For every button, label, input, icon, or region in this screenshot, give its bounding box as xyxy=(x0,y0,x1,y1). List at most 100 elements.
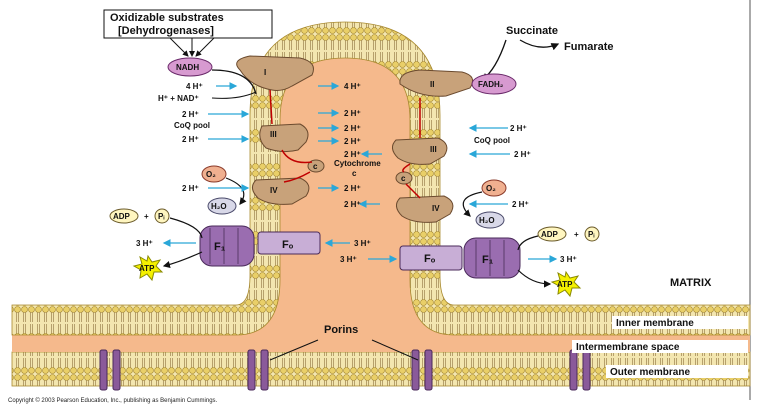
proton-2h-mid-4: 2 H⁺ xyxy=(344,150,361,159)
proton-flows xyxy=(162,82,558,263)
f1-right-label: F₁ xyxy=(482,254,494,266)
electron-path-left xyxy=(269,89,313,183)
proton-3h-mid-2: 3 H⁺ xyxy=(340,255,357,264)
complex-I-label: I xyxy=(264,68,266,77)
complex-I xyxy=(236,55,314,91)
proton-2h-right-1: 2 H⁺ xyxy=(510,124,527,133)
proton-3h-right: 3 H⁺ xyxy=(560,255,577,264)
atp-left-arrow xyxy=(162,251,203,269)
complex-IV-right xyxy=(396,195,454,223)
porin-4 xyxy=(569,349,591,391)
complex-III-left xyxy=(259,123,309,153)
proton-2h-mid-5: 2 H⁺ xyxy=(344,184,361,193)
cytochrome-c-label: c xyxy=(352,169,357,178)
proton-2h-left-3: 2 H⁺ xyxy=(182,184,199,193)
fo-left-label: Fₒ xyxy=(282,239,294,251)
proton-2h-mid-3: 2 H⁺ xyxy=(344,137,361,146)
adp-left-label: ADP xyxy=(113,212,131,221)
proton-2h-left-2: 2 H⁺ xyxy=(182,135,199,144)
porins-label: Porins xyxy=(324,324,358,336)
adp-left-arrow xyxy=(169,217,203,239)
pi-left-label: Pᵢ xyxy=(158,212,164,221)
inner-membrane-label-bg xyxy=(612,316,748,329)
succinate-label: Succinate xyxy=(506,25,558,37)
inner-membrane-bilayer xyxy=(11,21,751,336)
complex-III-left-label: III xyxy=(270,130,277,139)
proton-2h-mid-6: 2 H⁺ xyxy=(344,200,361,209)
substrate-arrow-3 xyxy=(195,37,215,57)
atp-star-left xyxy=(132,254,164,282)
proton-2h-mid-2: 2 H⁺ xyxy=(344,124,361,133)
h2o-right-oval xyxy=(475,211,505,229)
intermembrane-space-region xyxy=(12,40,750,340)
proton-3h-left: 3 H⁺ xyxy=(136,239,153,248)
inner-membrane-label: Inner membrane xyxy=(616,318,694,329)
plus-right: + xyxy=(574,230,579,239)
h2o-left-oval xyxy=(207,197,237,215)
o2-left-oval xyxy=(201,165,227,183)
complex-III-right-label: III xyxy=(430,145,437,154)
proton-3h-mid-1: 3 H⁺ xyxy=(354,239,371,248)
proton-2h-right-2: 2 H⁺ xyxy=(514,150,531,159)
substrates-box xyxy=(103,9,273,39)
proton-2h-mid-1: 2 H⁺ xyxy=(344,109,361,118)
nadh-label: NADH xyxy=(176,63,199,72)
substrate-arrow-1 xyxy=(169,37,189,57)
f1-left-label: F₁ xyxy=(214,241,226,253)
o2-left-label: O₂ xyxy=(206,170,216,179)
nadh-arrow xyxy=(211,69,257,95)
oxidizable-substrates-label: Oxidizable substrates xyxy=(110,12,224,24)
porin-pointer-2 xyxy=(371,339,419,361)
intermembrane-space-label: Intermembrane space xyxy=(576,342,680,353)
atp-left-label: ATP xyxy=(139,264,155,273)
atp-synthase-left xyxy=(199,225,321,267)
fumarate-label: Fumarate xyxy=(564,41,614,53)
o2-right-label: O₂ xyxy=(486,184,496,193)
porin-3 xyxy=(411,349,433,391)
outer-membrane-label: Outer membrane xyxy=(610,367,690,378)
complex-II xyxy=(399,69,474,97)
fo-right-label: Fₒ xyxy=(424,253,436,265)
outer-membrane-label-bg xyxy=(606,365,748,378)
nadh-oval xyxy=(167,57,213,77)
o2-right-oval xyxy=(481,179,507,197)
atp-right-arrow xyxy=(517,269,552,288)
h2o-left-label: H₂O xyxy=(211,202,227,211)
dehydrogenases-label: [Dehydrogenases] xyxy=(118,25,214,37)
o2-right-arrow xyxy=(462,191,483,217)
pi-right-circle xyxy=(584,226,600,242)
adp-right-arrow xyxy=(517,235,539,251)
cytochrome-c-right-label: c xyxy=(401,174,406,183)
nad-arrow xyxy=(211,91,257,99)
porin-pointer-1 xyxy=(269,339,319,361)
plus-left: + xyxy=(144,212,149,221)
pi-right-label: Pᵢ xyxy=(588,230,594,239)
fumarate-arrow xyxy=(519,39,560,51)
nad-plus-label: H⁺ + NAD⁺ xyxy=(158,94,199,103)
complex-IV-left-label: IV xyxy=(270,186,278,195)
atp-synthase-right xyxy=(399,237,521,279)
porin-1 xyxy=(99,349,121,391)
adp-left-oval xyxy=(109,208,139,224)
complex-II-label: II xyxy=(430,80,434,89)
proton-4h-ims: 4 H⁺ xyxy=(344,82,361,91)
electron-path-right xyxy=(402,98,421,199)
porin-2 xyxy=(247,349,269,391)
adp-right-label: ADP xyxy=(541,230,559,239)
intermembrane-label-bg xyxy=(572,340,748,353)
pi-left-circle xyxy=(154,208,170,224)
atp-right-label: ATP xyxy=(557,280,573,289)
coq-pool-left-label: CoQ pool xyxy=(174,121,210,130)
h2o-right-label: H₂O xyxy=(479,216,495,225)
matrix-label: MATRIX xyxy=(670,277,712,289)
proton-2h-right-3: 2 H⁺ xyxy=(512,200,529,209)
cytochrome-c-left-label: c xyxy=(313,162,318,171)
adp-right-oval xyxy=(537,226,567,242)
complex-III-right xyxy=(392,137,448,165)
fadh2-oval xyxy=(471,73,517,95)
cytochrome-label: Cytochrome xyxy=(334,159,381,168)
coq-pool-right-label: CoQ pool xyxy=(474,136,510,145)
fadh2-label: FADH₂ xyxy=(478,80,504,89)
